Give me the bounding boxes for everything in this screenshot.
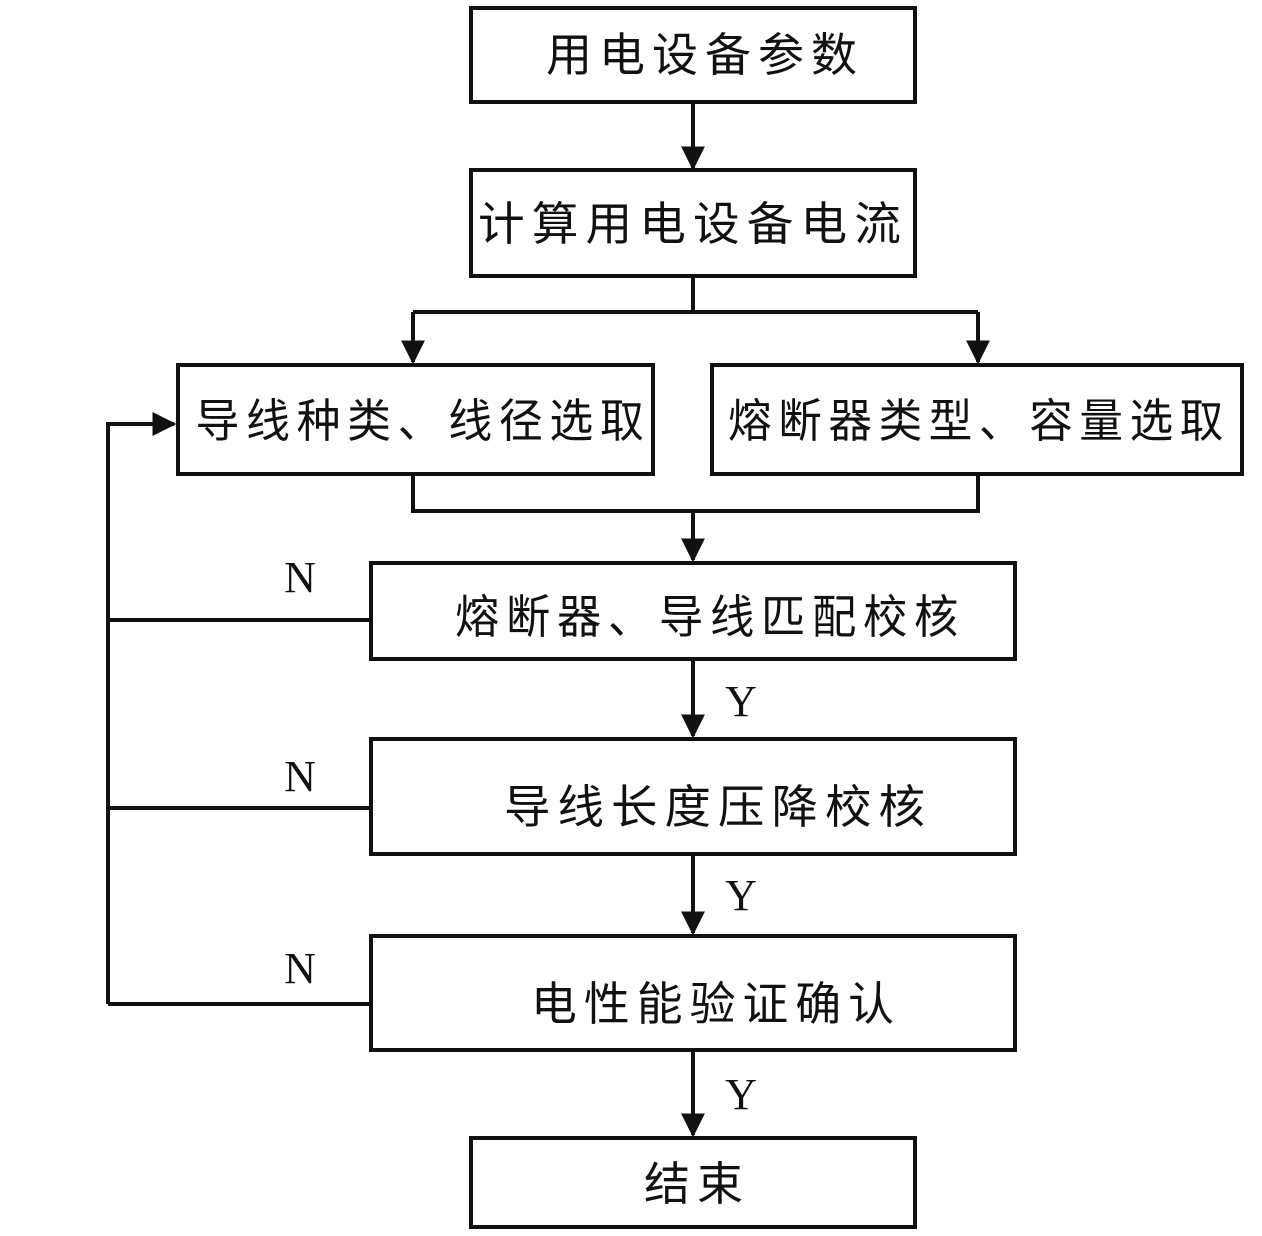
node-end: 结束 xyxy=(469,1136,917,1229)
node-match-check: 熔断器、导线匹配校核 xyxy=(369,561,1017,661)
label-match-check-no: N xyxy=(284,553,316,602)
node-device-params: 用电设备参数 xyxy=(469,6,917,104)
node-wire-select: 导线种类、线径选取 xyxy=(176,363,655,476)
label-voltage-drop-yes: Y xyxy=(725,871,757,920)
node-fuse-select-label: 熔断器类型、容量选取 xyxy=(728,394,1230,448)
edge-feedback-return xyxy=(106,412,177,1004)
node-calc-current: 计算用电设备电流 xyxy=(469,168,917,278)
label-electrical-verify-yes: Y xyxy=(725,1070,757,1119)
node-end-label: 结束 xyxy=(644,1157,750,1211)
node-fuse-select: 熔断器类型、容量选取 xyxy=(710,363,1244,476)
edge-calc-split xyxy=(413,276,978,314)
node-device-params-label: 用电设备参数 xyxy=(546,28,864,82)
node-wire-select-label: 导线种类、线径选取 xyxy=(196,394,651,448)
label-match-check-yes: Y xyxy=(725,677,757,726)
label-voltage-drop-no: N xyxy=(284,752,316,801)
edges xyxy=(106,102,990,1138)
branch-labels: N Y N Y N Y xyxy=(284,553,757,1119)
node-voltage-drop-check: 导线长度压降校核 xyxy=(369,737,1017,856)
node-calc-current-label: 计算用电设备电流 xyxy=(478,197,908,251)
node-electrical-verify-label: 电性能验证确认 xyxy=(531,977,901,1031)
label-electrical-verify-no: N xyxy=(284,944,316,993)
node-match-check-label: 熔断器、导线匹配校核 xyxy=(455,590,965,644)
node-electrical-verify: 电性能验证确认 xyxy=(369,934,1017,1052)
node-voltage-drop-check-label: 导线长度压降校核 xyxy=(504,780,932,834)
edge-merge xyxy=(411,474,980,513)
